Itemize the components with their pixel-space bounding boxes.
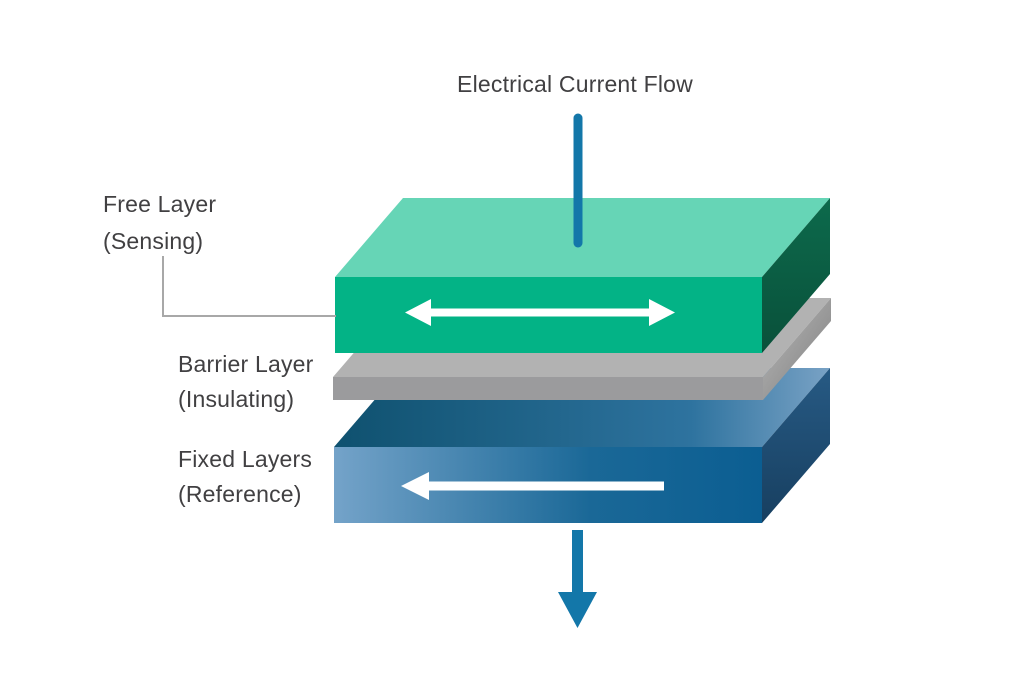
free-layer-label: Free Layer (Sensing) [103, 186, 216, 260]
fixed-layers-label-line2: (Reference) [178, 481, 302, 507]
current-flow-out-arrow-icon [558, 530, 597, 628]
fixed-layers-label-line1: Fixed Layers [178, 446, 313, 472]
fixed-layers-label: Fixed Layers (Reference) [178, 442, 312, 512]
free-layer-side-face [762, 198, 830, 353]
free-layer-label-line1: Free Layer [103, 191, 217, 217]
free-layer-block [335, 198, 830, 353]
barrier-layer-front-face [333, 377, 763, 400]
free-layer-label-connector [162, 256, 336, 317]
free-layer-magnetization-arrow-icon [405, 299, 675, 326]
barrier-layer-side-face [763, 298, 831, 400]
barrier-layer-label-line1: Barrier Layer [178, 351, 314, 377]
fixed-layer-side-face [762, 368, 830, 523]
free-layer-label-line2: (Sensing) [103, 228, 204, 254]
barrier-layer-label-line2: (Insulating) [178, 386, 295, 412]
diagram-title: Electrical Current Flow [457, 71, 693, 97]
fixed-layer-magnetization-arrow-icon [401, 472, 664, 500]
barrier-layer-label: Barrier Layer (Insulating) [178, 347, 314, 417]
